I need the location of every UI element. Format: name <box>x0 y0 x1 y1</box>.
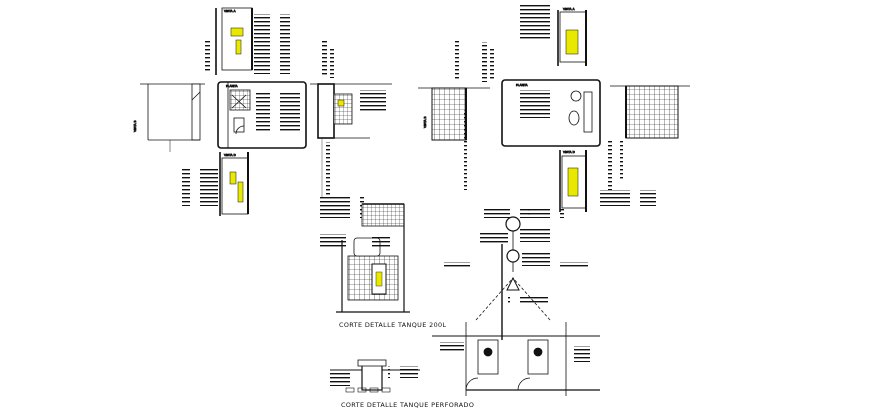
bathroom-plan-left: PLANTA <box>217 81 307 149</box>
septic-tank-section <box>330 359 420 393</box>
tank-200l-section <box>318 196 410 313</box>
elevation-wall-left: VISTA B <box>133 83 205 152</box>
elevation-d-left: VISTA D <box>150 150 249 216</box>
bathroom-plan-right: PLANTA <box>501 79 601 147</box>
elevation-c-left <box>310 83 392 198</box>
vertical-labels-top <box>195 40 334 78</box>
left-bathroom-group: VISTA A VISTA B PLANTA <box>133 7 392 216</box>
right-bathroom-group: VISTA A VISTA B PLANTA <box>418 4 690 212</box>
svg-text:VISTA B: VISTA B <box>133 120 137 132</box>
svg-text:VISTA A: VISTA A <box>563 7 575 11</box>
svg-text:VISTA A: VISTA A <box>224 9 236 13</box>
elevation-wall-right-left: VISTA B <box>418 87 490 190</box>
svg-text:VISTA D: VISTA D <box>563 150 575 154</box>
elevation-d-right: VISTA D <box>559 150 656 212</box>
elevation-c-right <box>608 85 690 190</box>
vertical-labels-right <box>455 40 494 82</box>
caption-tank-200l: CORTE DETALLE TANQUE 200L <box>339 321 447 329</box>
svg-text:VISTA D: VISTA D <box>224 153 236 157</box>
elevation-a-left: VISTA A <box>215 7 290 75</box>
caption-septic-tank: CORTE DETALLE TANQUE PERFORADO <box>341 401 475 409</box>
plumbing-riser-diagram <box>432 208 600 396</box>
svg-text:VISTA B: VISTA B <box>423 116 427 128</box>
svg-text:PLANTA: PLANTA <box>226 84 238 88</box>
elevation-a-right: VISTA A <box>512 4 587 66</box>
svg-text:PLANTA: PLANTA <box>516 83 528 87</box>
